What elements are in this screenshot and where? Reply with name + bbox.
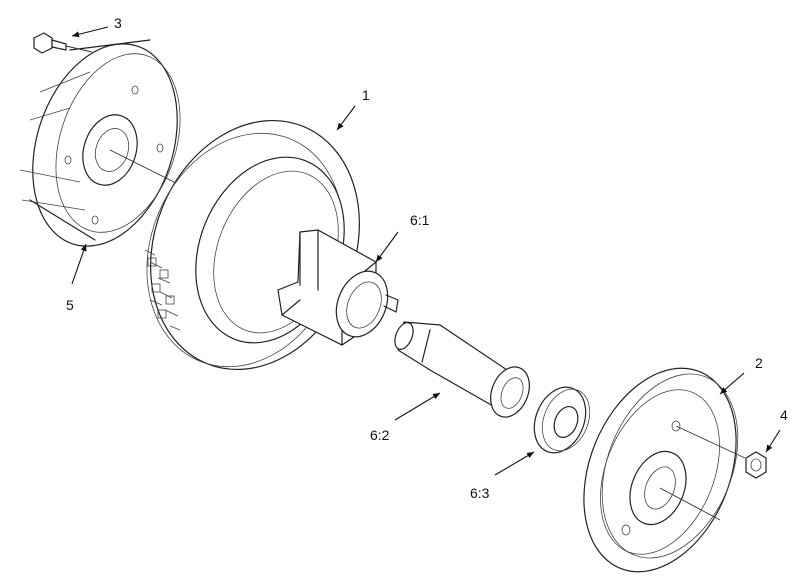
right-hub-half [583,367,746,573]
callout-3: 3 [114,15,122,31]
callout-5: 5 [66,297,74,313]
axle-spacer [394,321,530,418]
leader-lines [71,26,781,476]
callout-4: 4 [780,407,788,423]
callout-1: 1 [362,87,370,103]
bearing-housing [277,229,399,346]
nut [745,451,767,479]
callout-6-3: 6:3 [470,485,490,501]
left-hub-half [19,39,181,247]
washer [533,386,591,454]
bolt [33,32,93,54]
callout-6-1: 6:1 [410,212,430,228]
callout-6-2: 6:2 [370,427,390,443]
callout-2: 2 [755,355,763,371]
